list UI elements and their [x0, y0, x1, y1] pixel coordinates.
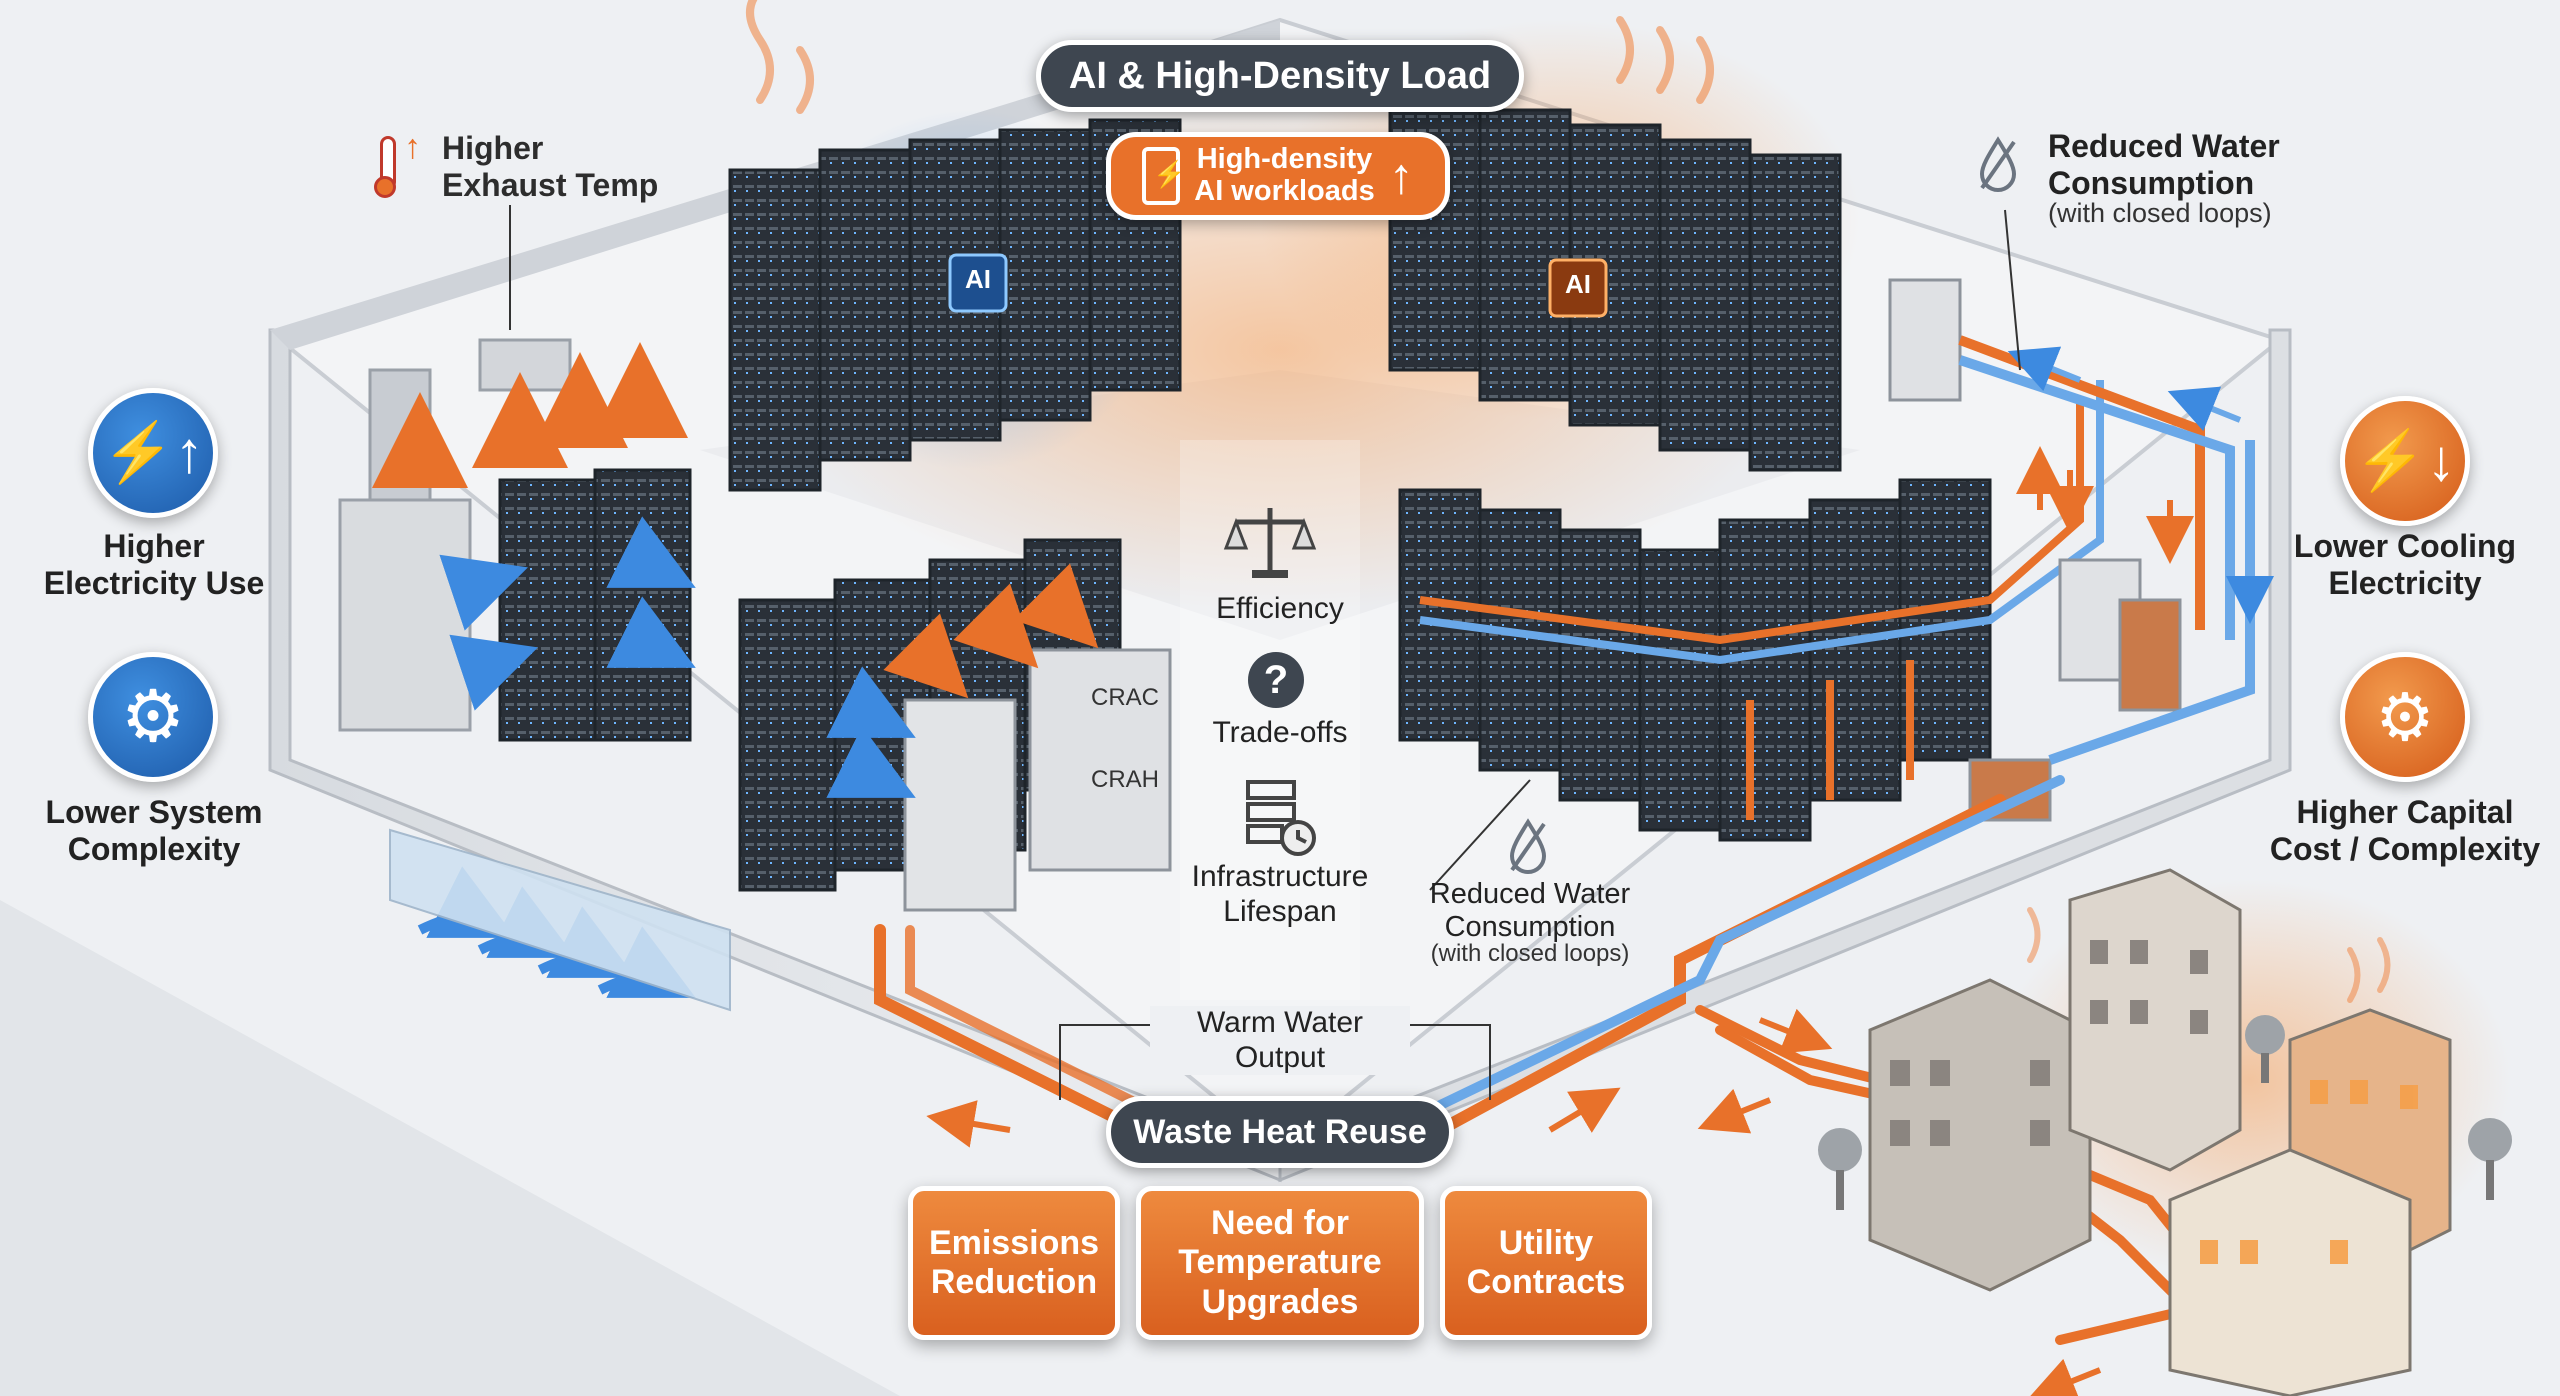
ai-workloads-label: High-density AI workloads	[1194, 143, 1375, 207]
electricity-label: Higher Electricity Use	[43, 528, 265, 601]
outcome-temperature: Need for Temperature Upgrades	[1136, 1186, 1424, 1340]
crac-label: CRAC	[1090, 684, 1159, 711]
server-clock-icon	[1244, 778, 1318, 858]
water-top-title: Reduced Water Consumption	[2048, 128, 2280, 201]
cooling-label: Lower Cooling Electricity	[2293, 528, 2517, 601]
water-drop-off-icon	[1978, 136, 2018, 192]
lightning-down-icon: ⚡↓	[2354, 428, 2456, 493]
gear-icon: ⚙	[120, 677, 186, 757]
lightning-up-icon: ⚡↑	[102, 420, 204, 485]
tradeoffs-label: Trade-offs	[1212, 716, 1348, 749]
page-title: AI & High-Density Load	[1036, 40, 1524, 112]
crah-label: CRAH	[1090, 766, 1159, 793]
exhaust-temp-label: Higher Exhaust Temp	[442, 130, 659, 203]
water-top-note: (with closed loops)	[2048, 198, 2272, 228]
ai-chip-label-left: AI	[965, 264, 991, 294]
water-mid-title: Reduced Water Consumption	[1429, 878, 1631, 944]
warm-water-label: Warm Water Output	[1150, 1006, 1410, 1075]
scale-icon	[1222, 502, 1318, 582]
ai-workloads-badge: ⚡ High-density AI workloads ↑	[1106, 132, 1450, 220]
arrow-up-icon: ↑	[1388, 148, 1414, 204]
complexity-label: Lower System Complexity	[45, 794, 263, 867]
battery-icon: ⚡	[1142, 147, 1186, 205]
capital-label: Higher Capital Cost / Complexity	[2269, 794, 2541, 867]
waste-heat-badge: Waste Heat Reuse	[1106, 1096, 1454, 1168]
complexity-circle: ⚙	[88, 652, 218, 782]
arrow-up-icon: ↑	[404, 128, 421, 166]
gears-icon: ⚙	[2375, 680, 2435, 754]
water-mid-note: (with closed loops)	[1430, 940, 1630, 967]
capital-circle: ⚙	[2340, 652, 2470, 782]
ai-chip-label-right: AI	[1565, 269, 1591, 299]
question-icon: ?	[1248, 652, 1304, 708]
thermometer-icon	[372, 136, 398, 200]
water-drop-off-icon	[1508, 818, 1548, 874]
efficiency-label: Efficiency	[1216, 592, 1344, 625]
cooling-circle: ⚡↓	[2340, 396, 2470, 526]
outcome-utility: Utility Contracts	[1440, 1186, 1652, 1340]
outcome-emissions: Emissions Reduction	[908, 1186, 1120, 1340]
electricity-circle: ⚡↑	[88, 388, 218, 518]
lifespan-label: Infrastructure Lifespan	[1191, 860, 1369, 928]
